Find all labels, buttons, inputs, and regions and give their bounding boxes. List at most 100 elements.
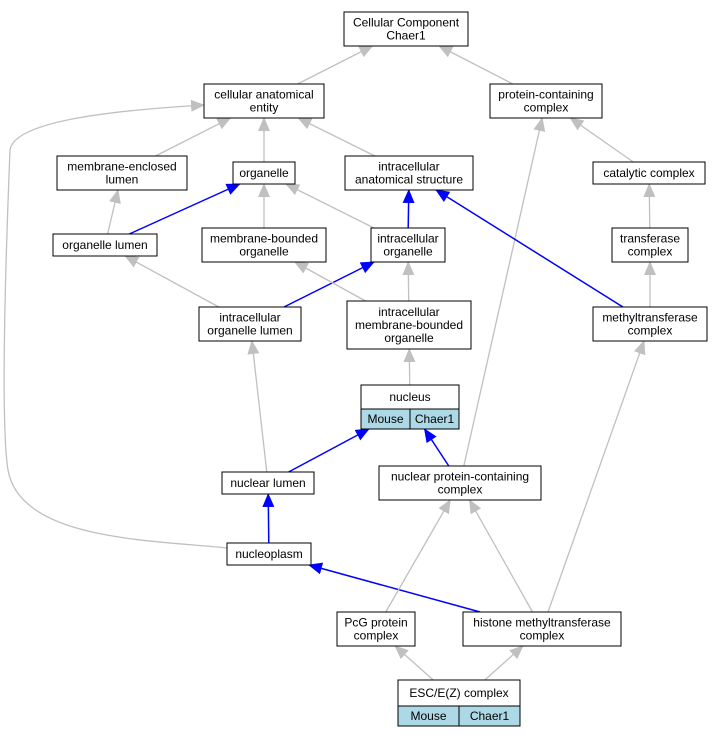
edge-is-a-cat-to-pcc [569, 117, 634, 163]
node-label-line: protein-containing [498, 88, 593, 102]
edge-is-a-cae-to-root [297, 45, 374, 85]
node-label-line: intracellular [378, 305, 439, 319]
edge-is-a-ias-to-cae [297, 117, 376, 157]
node-label-line: nuclear protein-containing [391, 470, 529, 484]
node-label-line: organelle [383, 245, 433, 259]
edge-part-of-mtc-to-ias [435, 189, 624, 308]
node-box [226, 542, 312, 566]
node-box [462, 611, 622, 647]
edge-is-a-esc-to-hmtc [484, 645, 524, 681]
node-label-line: methyltransferase [602, 311, 698, 325]
node-box [56, 155, 188, 191]
node-label-line: organelle lumen [62, 238, 147, 252]
edge-is-a-pcc-to-root [438, 45, 514, 85]
species-cell-label: Mouse [410, 709, 446, 723]
node-label-line: entity [250, 101, 279, 115]
node-label-line: membrane-bounded [210, 232, 318, 246]
node-label-line: ESC/E(Z) complex [409, 686, 508, 700]
species-cell-label: Chaer1 [415, 412, 455, 426]
edges-layer [3, 45, 656, 681]
node-label-line: organelle [239, 166, 289, 180]
node-label-line: intracellular [378, 160, 439, 174]
edge-is-a-pcg-to-npc [385, 499, 451, 613]
edge-is-a-tc-to-cat [643, 183, 656, 229]
node-label-line: nucleus [389, 390, 430, 404]
node-label-line: complex [354, 629, 399, 643]
node-label-line: intracellular [377, 232, 438, 246]
node-label-line: complex [628, 324, 673, 338]
node-label-line: anatomical structure [355, 173, 463, 187]
edge-is-a-esc-to-pcg [394, 645, 434, 681]
species-cell-box [409, 408, 460, 430]
node-orgl[interactable]: organelle lumen [52, 233, 158, 257]
node-label-line: transferase [620, 232, 680, 246]
node-label-line: membrane-enclosed [67, 160, 176, 174]
node-cat[interactable]: catalytic complex [592, 161, 706, 185]
node-label-line: Chaer1 [386, 29, 426, 43]
node-label-line: catalytic complex [603, 166, 694, 180]
edge-is-a-imbo-to-mbo [293, 261, 366, 302]
node-label-line: cellular anatomical [214, 88, 313, 102]
edge-part-of-iol-to-io [283, 261, 375, 308]
edge-is-a-io-to-org [285, 183, 375, 229]
edge-is-a-orgl-to-mel [106, 189, 121, 235]
node-nl[interactable]: nuclear lumen [221, 471, 315, 495]
edge-part-of-nl-to-nuc [288, 428, 370, 473]
node-box [336, 611, 416, 647]
node-box [611, 227, 689, 263]
node-box [370, 227, 446, 263]
node-box [343, 11, 469, 47]
node-box [592, 161, 706, 185]
node-box [201, 227, 327, 263]
species-cell-box [458, 705, 521, 727]
node-box [232, 161, 296, 185]
edge-part-of-np-to-nl [262, 493, 275, 544]
edge-part-of-io-to-ias [402, 189, 415, 229]
node-label-line: organelle lumen [207, 324, 292, 338]
edge-is-a-nl-to-iol [247, 340, 268, 473]
species-cell-mouse: Mouse [397, 705, 460, 727]
node-label-line: nucleoplasm [235, 547, 302, 561]
edge-is-a-npc-to-pcc [463, 117, 546, 467]
node-np[interactable]: nucleoplasm [226, 542, 312, 566]
node-label-line: membrane-bounded [355, 318, 463, 332]
node-org[interactable]: organelle [232, 161, 296, 185]
node-label-line: complex [524, 101, 569, 115]
node-label-line: Cellular Component [353, 16, 460, 30]
node-box [203, 83, 325, 119]
node-box [52, 233, 158, 257]
node-label-line: nuclear lumen [230, 476, 305, 490]
edge-is-a-np-to-cae [3, 99, 228, 549]
node-label-line: organelle [239, 245, 289, 259]
edge-part-of-npc-to-nuc [423, 428, 450, 467]
edge-part-of-orgl-to-org [128, 183, 241, 235]
edge-is-a-hmtc-to-mtc [547, 340, 646, 613]
node-box [221, 471, 315, 495]
edge-is-a-hmtc-to-npc [468, 499, 534, 613]
edge-part-of-hmtc-to-np [308, 562, 481, 613]
node-box [198, 306, 302, 342]
node-box [489, 83, 603, 119]
node-box [378, 465, 542, 501]
species-cell-mouse: Mouse [360, 408, 411, 430]
node-box [346, 300, 472, 350]
edge-is-a-iol-to-orgl [124, 255, 220, 308]
